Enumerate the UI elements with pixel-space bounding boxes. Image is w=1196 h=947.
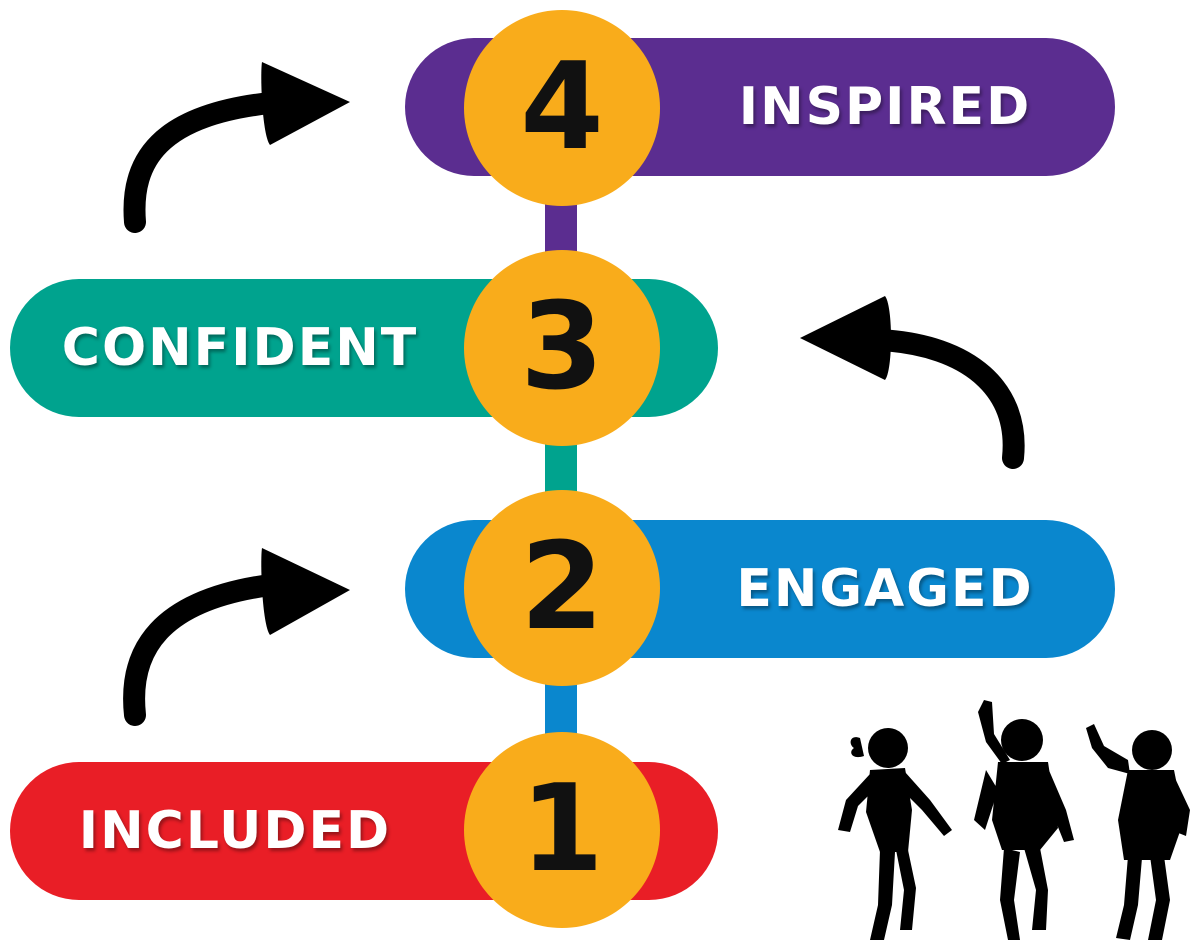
- step-2-label: ENGAGED: [736, 559, 1034, 619]
- child-silhouette: [974, 700, 1074, 940]
- curved-arrow-icon: [123, 548, 350, 726]
- step-1-label: INCLUDED: [78, 801, 392, 861]
- step-4-label: INSPIRED: [738, 77, 1032, 137]
- step-2-number: 2: [464, 490, 660, 686]
- step-4-number: 4: [464, 10, 660, 206]
- step-3-number: 3: [464, 250, 660, 446]
- step-3-label: CONFIDENT: [61, 318, 419, 378]
- step-1-number: 1: [464, 732, 660, 928]
- curved-arrow-icon: [123, 62, 350, 233]
- curved-arrow-icon: [800, 296, 1025, 469]
- child-silhouette: [838, 728, 952, 940]
- child-silhouette: [1086, 724, 1190, 940]
